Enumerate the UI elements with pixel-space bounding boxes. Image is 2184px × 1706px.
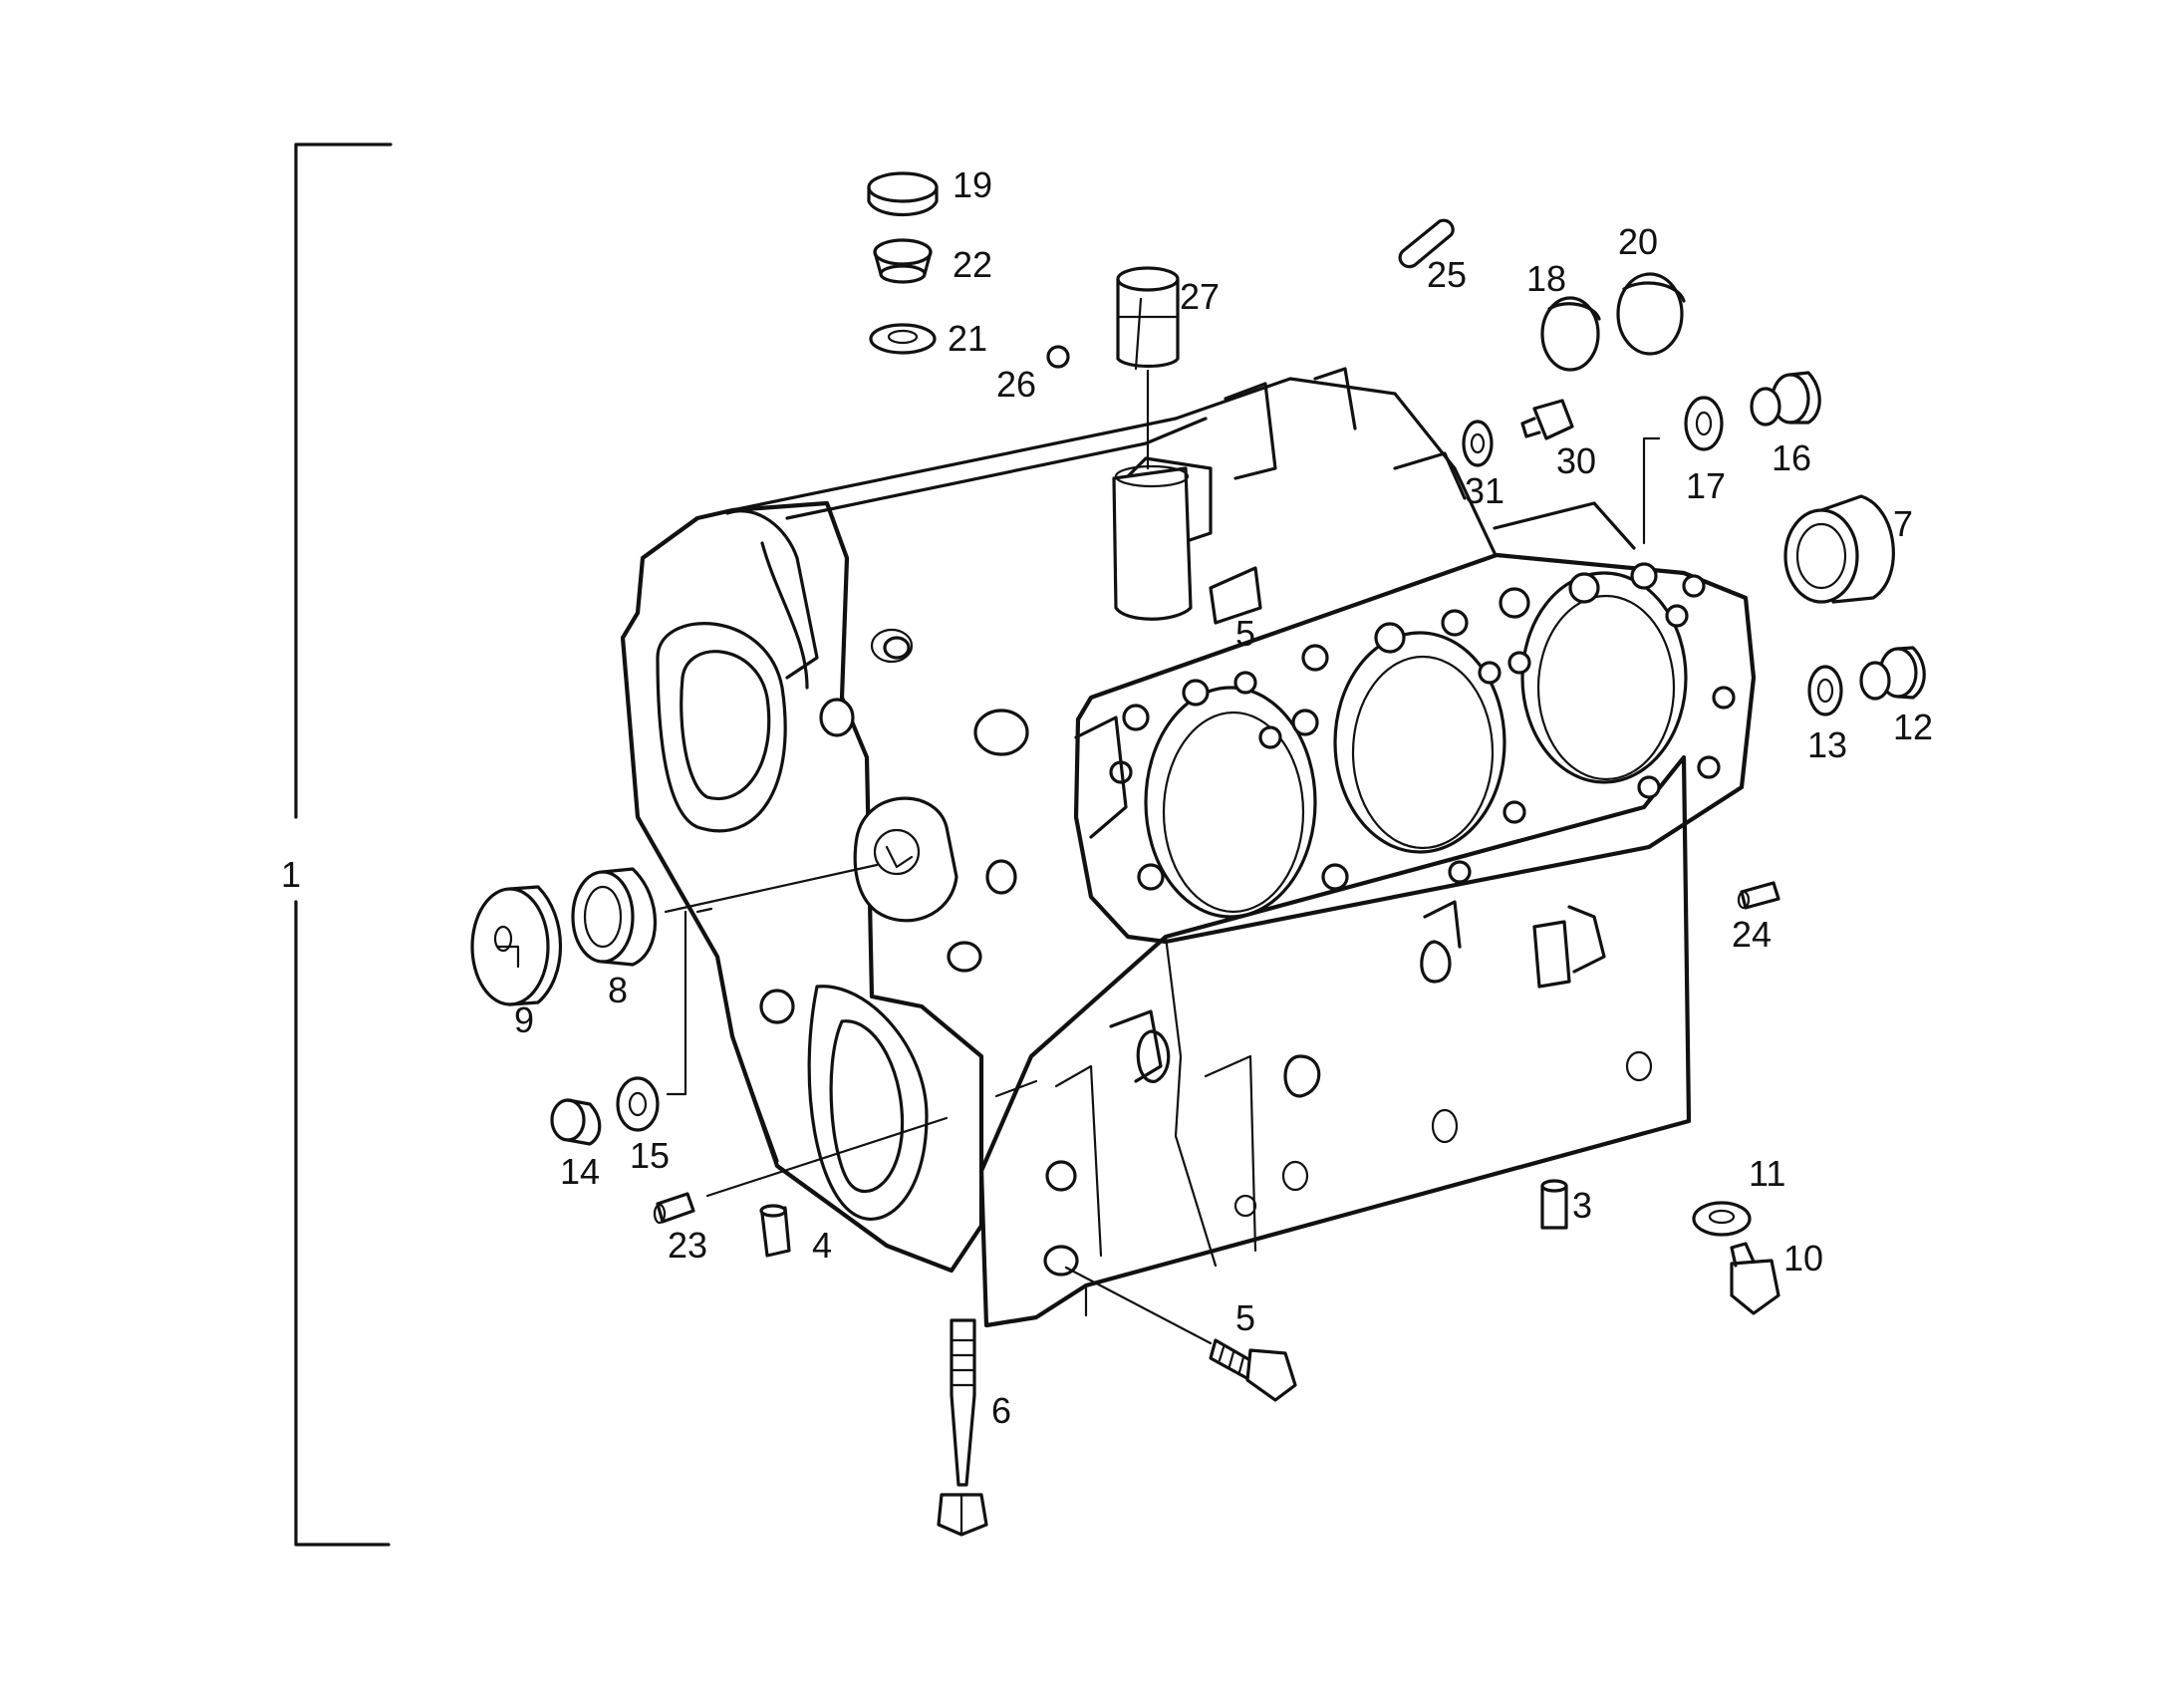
part-6-bolt <box>937 1318 988 1537</box>
label-15: 15 <box>630 1135 670 1176</box>
label-13: 13 <box>1807 724 1847 765</box>
label-17: 17 <box>1686 465 1726 506</box>
label-6: 6 <box>991 1390 1011 1431</box>
part-9-cover <box>470 885 563 1006</box>
label-25: 25 <box>1427 254 1467 295</box>
label-26: 26 <box>996 364 1036 405</box>
part-25-pin <box>1398 218 1455 269</box>
part-4-dowel <box>759 1204 791 1258</box>
part-26-ring <box>1046 345 1070 369</box>
part-17-washer <box>1684 396 1724 451</box>
label-27: 27 <box>1180 276 1220 317</box>
gasket-holes <box>1109 562 1736 891</box>
part-11-washer <box>1692 1201 1752 1237</box>
label-5-deck: 5 <box>1235 613 1255 654</box>
part-8-seal <box>571 867 658 967</box>
label-11: 11 <box>1749 1153 1785 1194</box>
label-19: 19 <box>953 164 992 205</box>
part-10-plug <box>1730 1242 1780 1315</box>
part-16-plug <box>1750 371 1821 426</box>
part-24-pin <box>1737 881 1780 910</box>
label-18: 18 <box>1526 258 1566 299</box>
part-30-plug <box>1520 399 1574 440</box>
part-7-seal <box>1783 494 1895 604</box>
label-16: 16 <box>1772 437 1811 478</box>
label-8: 8 <box>608 970 628 1010</box>
engine-block <box>620 367 1757 1328</box>
label-22: 22 <box>953 244 992 285</box>
part-14-plug <box>550 1098 602 1146</box>
label-12: 12 <box>1893 707 1933 747</box>
callout-labels: 1 19 22 21 26 27 25 18 20 31 30 17 16 7 … <box>281 164 1933 1431</box>
part-12-plug <box>1859 646 1926 701</box>
label-20: 20 <box>1618 221 1658 262</box>
part-21-washer <box>869 323 937 355</box>
label-10: 10 <box>1783 1238 1823 1279</box>
label-23: 23 <box>668 1225 707 1266</box>
label-1: 1 <box>281 854 301 895</box>
label-14: 14 <box>560 1151 600 1192</box>
assembly-bracket <box>294 142 393 1547</box>
label-24: 24 <box>1732 914 1772 955</box>
label-31: 31 <box>1465 470 1504 511</box>
part-5-bolt <box>1209 1338 1297 1402</box>
part-13-washer <box>1807 665 1843 716</box>
label-3: 3 <box>1572 1185 1592 1226</box>
label-4: 4 <box>812 1225 832 1266</box>
part-23-pin <box>653 1192 695 1225</box>
label-9: 9 <box>514 999 534 1040</box>
part-19-ring <box>867 171 939 217</box>
part-22-plug <box>873 238 933 284</box>
label-7: 7 <box>1893 503 1913 544</box>
part-15-washer <box>616 1076 660 1132</box>
label-30: 30 <box>1556 440 1596 481</box>
label-21: 21 <box>948 318 987 359</box>
label-5-bolt: 5 <box>1235 1297 1255 1338</box>
part-3-dowel <box>1540 1179 1568 1230</box>
part-27-sleeve <box>1112 266 1193 621</box>
part-31-washer <box>1462 420 1494 467</box>
part-20-cap <box>1616 272 1686 356</box>
part-18-cap <box>1540 296 1601 372</box>
